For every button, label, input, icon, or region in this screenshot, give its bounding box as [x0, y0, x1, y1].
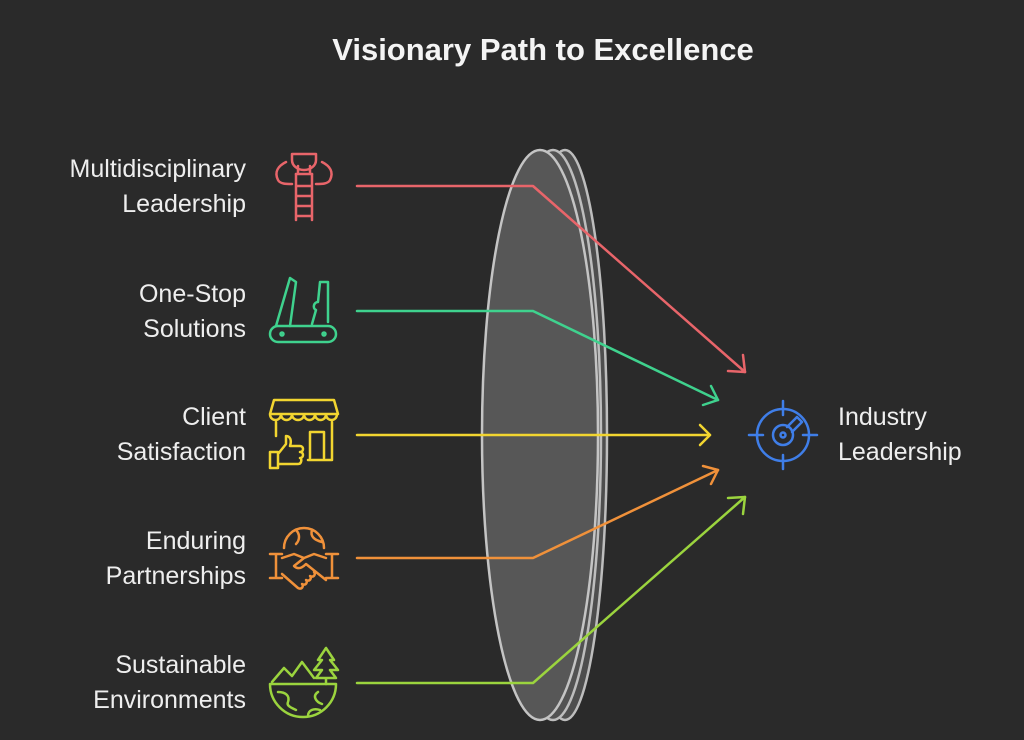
label-line: Leadership — [838, 438, 962, 466]
label-line: Industry — [838, 403, 927, 431]
label-line: Partnerships — [105, 562, 246, 590]
label-line: Enduring — [145, 527, 246, 555]
label-line: Client — [182, 403, 246, 431]
earth-nature-icon — [268, 646, 340, 719]
diagram-title: Visionary Path to Excellence — [332, 32, 754, 67]
label-line: Satisfaction — [116, 438, 246, 466]
globe-handshake-icon — [268, 526, 340, 590]
arrow-multidisciplinary-leadership — [355, 184, 747, 374]
multitool-icon — [268, 276, 338, 344]
target-gauge-icon — [747, 399, 819, 471]
arrow-one-stop-solutions — [355, 309, 720, 407]
label-line: Leadership — [122, 190, 246, 218]
arrow-sustainable-environments — [355, 495, 747, 685]
label-line: One-Stop — [138, 280, 246, 308]
label-line: Sustainable — [115, 651, 246, 679]
label-line: Environments — [93, 686, 246, 714]
store-thumbs-up-icon — [268, 398, 340, 470]
label-line: Multidisciplinary — [69, 155, 246, 183]
label-line: Solutions — [143, 315, 246, 343]
arrow-client-satisfaction — [355, 423, 712, 447]
trophy-ladder-icon — [275, 152, 333, 222]
arrow-enduring-partnerships — [355, 464, 720, 560]
